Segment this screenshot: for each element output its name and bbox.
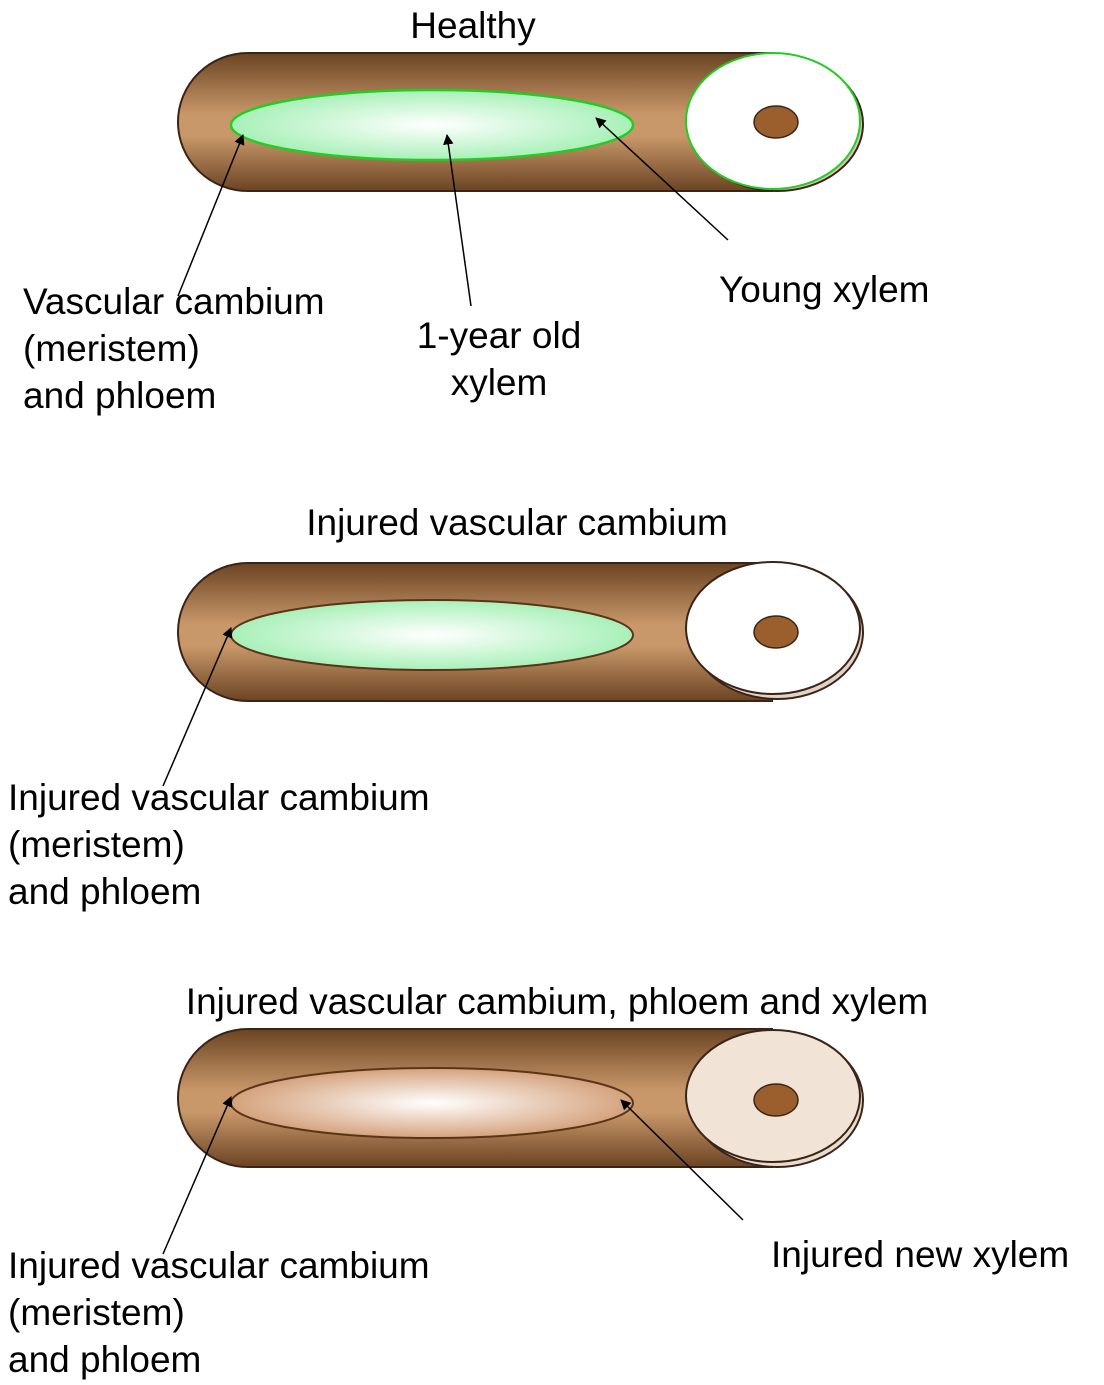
label-vascular-cambium: Vascular cambium (meristem) and phloem xyxy=(23,278,325,419)
panel-title: Injured vascular cambium xyxy=(306,499,728,546)
wound-area xyxy=(231,1068,633,1138)
panel-title: Healthy xyxy=(410,2,535,49)
pith xyxy=(754,1084,798,1116)
wound-area xyxy=(231,600,633,670)
pith xyxy=(754,106,798,138)
label-1-year-xylem: 1-year old xylem xyxy=(417,312,582,406)
label-injured-cambium: Injured vascular cambium (meristem) and … xyxy=(8,774,430,915)
label-young-xylem: Young xylem xyxy=(719,266,930,313)
label-injured-new-xylem: Injured new xylem xyxy=(771,1231,1069,1278)
pith xyxy=(754,616,798,648)
wound-area xyxy=(231,90,633,160)
stem-injured-all xyxy=(163,1029,863,1254)
stem-injured-cambium xyxy=(163,562,863,786)
panel-title: Injured vascular cambium, phloem and xyl… xyxy=(186,978,928,1025)
label-injured-cambium: Injured vascular cambium (meristem) and … xyxy=(8,1242,430,1383)
